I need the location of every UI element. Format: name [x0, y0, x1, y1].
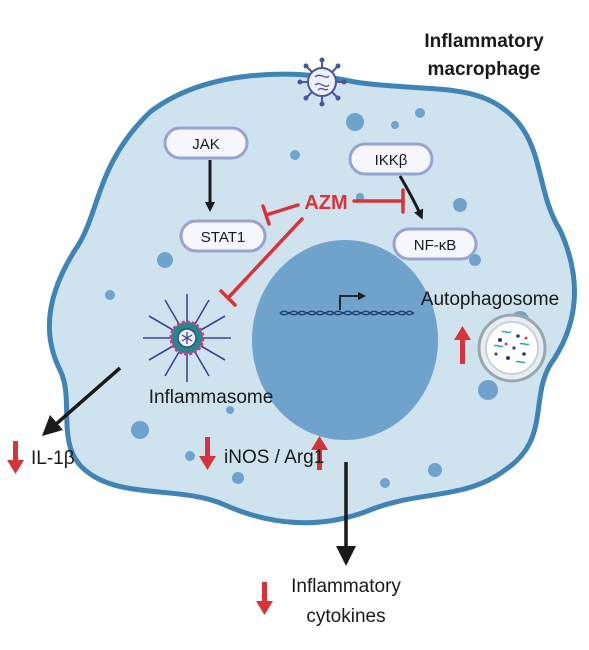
jak-label: JAK — [192, 136, 220, 153]
ikkb-node: IKKβ — [348, 142, 434, 176]
title-line1: Inflammatory — [424, 31, 544, 52]
inflammasome-output-arrowhead — [42, 415, 63, 436]
transcription-start-icon — [339, 292, 366, 310]
autophagosome-label: Autophagosome — [421, 289, 559, 310]
down-arrow-icon — [7, 441, 24, 474]
up-arrow-icon — [454, 326, 471, 364]
cytokine-output-arrowhead — [336, 546, 356, 566]
autophagosome-icon — [477, 313, 547, 383]
jak-node: JAK — [163, 126, 249, 160]
azm-label: AZM — [304, 192, 347, 214]
stat1-label: STAT1 — [201, 229, 245, 246]
dna-icon — [279, 310, 415, 316]
cytokines-label-line2: cytokines — [306, 606, 385, 627]
virus-icon — [297, 57, 347, 107]
inhibition-lines — [219, 188, 405, 307]
title-line2: macrophage — [428, 59, 541, 80]
inflammasome-icon — [143, 294, 231, 382]
inos-arg1-label: iNOS / Arg1 — [224, 447, 324, 468]
down-arrow-icon — [256, 582, 273, 615]
inflammasome-output-arrow — [53, 366, 122, 427]
up-arrow-icon — [311, 436, 328, 470]
nfkb-label: NF-κB — [414, 237, 457, 254]
nfkb-node: NF-κB — [392, 227, 478, 261]
ikkb-to-nfkb-arrow — [398, 175, 424, 220]
inflammasome-label: Inflammasome — [149, 387, 274, 408]
stat1-node: STAT1 — [179, 219, 267, 253]
il1b-label: IL-1β — [31, 448, 75, 469]
cytokines-label-line1: Inflammatory — [291, 576, 401, 597]
nucleus — [252, 240, 438, 440]
ikkb-label: IKKβ — [375, 152, 408, 169]
down-arrow-icon — [199, 437, 216, 470]
